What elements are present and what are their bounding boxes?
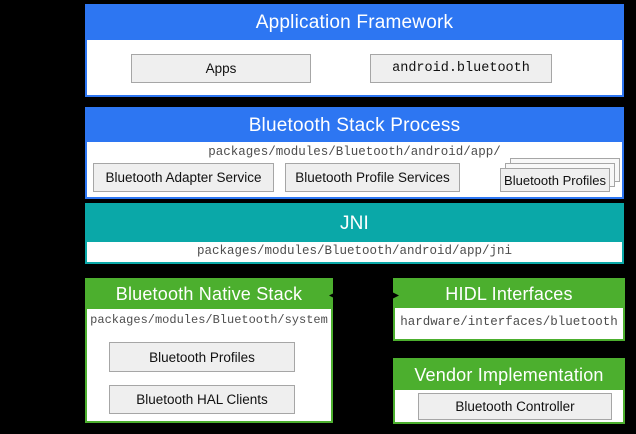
- bluetooth-controller-box: Bluetooth Controller: [418, 393, 612, 420]
- bluetooth-stack-process-title: Bluetooth Stack Process: [87, 109, 622, 142]
- bluetooth-adapter-service-box: Bluetooth Adapter Service: [93, 163, 274, 192]
- jni-path: packages/modules/Bluetooth/android/app/j…: [196, 244, 513, 258]
- native-bluetooth-profiles-box: Bluetooth Profiles: [109, 342, 295, 372]
- hidl-interfaces-body: hardware/interfaces/bluetooth: [395, 308, 623, 339]
- jni-body: packages/modules/Bluetooth/android/app/j…: [87, 242, 622, 262]
- bluetooth-profiles-stack: Bluetooth Profiles: [500, 158, 622, 198]
- hidl-path: hardware/interfaces/bluetooth: [400, 315, 618, 329]
- jni-title: JNI: [87, 205, 622, 242]
- android-bluetooth-box: android.bluetooth: [370, 54, 552, 83]
- bluetooth-hal-clients-box: Bluetooth HAL Clients: [109, 385, 295, 414]
- bluetooth-native-stack-body: packages/modules/Bluetooth/system Blueto…: [87, 309, 331, 421]
- bluetooth-profiles-box: Bluetooth Profiles: [500, 168, 610, 192]
- section-bluetooth-native-stack: Bluetooth Native Stack packages/modules/…: [85, 278, 333, 423]
- native-to-hidl-arrow-icon: [329, 290, 399, 301]
- bluetooth-profile-services-box: Bluetooth Profile Services: [285, 163, 460, 192]
- section-vendor-implementation: Vendor Implementation Bluetooth Controll…: [393, 358, 625, 424]
- apps-box: Apps: [131, 54, 311, 83]
- section-hidl-interfaces: HIDL Interfaces hardware/interfaces/blue…: [393, 278, 625, 341]
- section-jni: JNI packages/modules/Bluetooth/android/a…: [85, 203, 624, 264]
- application-framework-title: Application Framework: [87, 6, 622, 40]
- section-bluetooth-stack-process: Bluetooth Stack Process packages/modules…: [85, 107, 624, 199]
- bluetooth-native-stack-title: Bluetooth Native Stack: [87, 280, 331, 309]
- vendor-implementation-body: Bluetooth Controller: [395, 390, 623, 422]
- hidl-interfaces-title: HIDL Interfaces: [395, 280, 623, 308]
- native-stack-path: packages/modules/Bluetooth/system: [90, 313, 328, 327]
- bluetooth-stack-process-body: packages/modules/Bluetooth/android/app/ …: [87, 142, 622, 197]
- section-application-framework: Application Framework Apps android.bluet…: [85, 4, 624, 97]
- vendor-implementation-title: Vendor Implementation: [395, 360, 623, 390]
- stack-process-path: packages/modules/Bluetooth/android/app/: [208, 145, 501, 159]
- application-framework-body: Apps android.bluetooth: [87, 40, 622, 95]
